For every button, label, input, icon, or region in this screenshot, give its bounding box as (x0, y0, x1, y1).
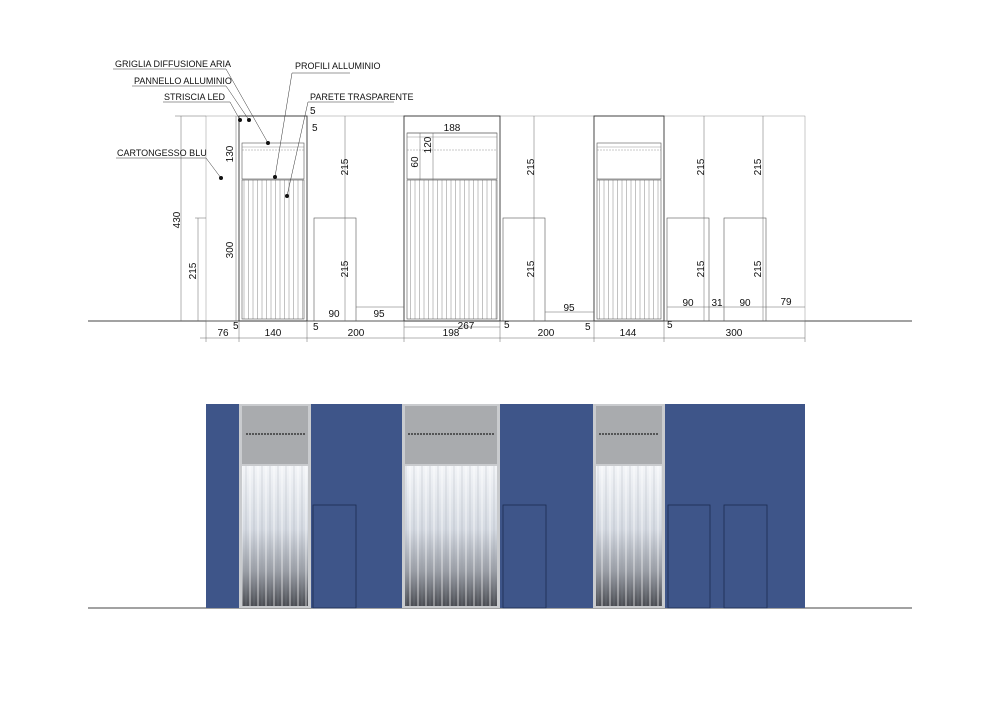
dim-h215-1b: 215 (340, 260, 351, 277)
callout-profili-alluminio: PROFILI ALLUMINIO (295, 61, 381, 71)
door-4 (723, 217, 767, 322)
callout-cartongesso-blu: CARTONGESSO BLU (117, 148, 207, 158)
dim-w267: 267 (458, 321, 475, 332)
dim-top-5b: 5 (312, 123, 318, 134)
dim-w300: 300 (726, 328, 743, 339)
callout-dots (219, 118, 289, 198)
dim-top-5a: 5 (310, 106, 316, 117)
door-1 (313, 217, 357, 322)
dim-w200-b: 200 (538, 328, 555, 339)
dim-w198: 198 (443, 328, 460, 339)
dim-h130: 130 (225, 145, 236, 162)
dim-b5-d: 5 (585, 322, 591, 333)
dim-w90-c: 90 (739, 298, 751, 309)
dim-b5-e: 5 (667, 320, 673, 331)
dim-h215-2b: 215 (526, 260, 537, 277)
dim-w90-a: 90 (328, 309, 340, 320)
colored-opening-3 (593, 404, 665, 608)
dim-w90-b: 90 (682, 298, 694, 309)
dim-w95-b: 95 (563, 303, 575, 314)
vertical-dimension-lines (175, 115, 764, 321)
opening-1 (238, 115, 308, 322)
dim-w140: 140 (265, 328, 282, 339)
door-3 (666, 217, 710, 322)
technical-elevation: GRIGLIA DIFFUSIONE ARIA PANNELLO ALLUMIN… (88, 59, 912, 342)
callout-striscia-led: STRISCIA LED (164, 92, 226, 102)
dim-h215-1a: 215 (340, 158, 351, 175)
dim-w188: 188 (444, 123, 461, 134)
dim-b5-c: 5 (504, 320, 510, 331)
callout-leaders (113, 68, 394, 197)
dim-h215-4b: 215 (753, 260, 764, 277)
dim-h215-2a: 215 (526, 158, 537, 175)
callout-pannello-alluminio: PANNELLO ALLUMINIO (134, 76, 232, 86)
dim-w31: 31 (711, 298, 723, 309)
dim-h215-4a: 215 (753, 158, 764, 175)
dim-h120: 120 (423, 136, 434, 153)
dim-w95-a: 95 (373, 309, 385, 320)
opening-2 (403, 115, 501, 322)
dim-b5-b: 5 (313, 322, 319, 333)
blue-wall-segment (206, 404, 239, 608)
colored-elevation (88, 404, 912, 609)
dim-h215-3b: 215 (696, 260, 707, 277)
blue-wall-segment (665, 404, 805, 608)
dim-w144: 144 (620, 328, 637, 339)
colored-opening-2 (402, 404, 500, 608)
dim-h60: 60 (410, 156, 421, 168)
dim-w76: 76 (217, 328, 229, 339)
dim-h430: 430 (172, 211, 183, 228)
callout-parete-trasparente: PARETE TRASPARENTE (310, 92, 414, 102)
opening-3 (593, 115, 665, 322)
dim-w200-a: 200 (348, 328, 365, 339)
dim-h215-left: 215 (188, 262, 199, 279)
dim-h300: 300 (225, 241, 236, 258)
colored-opening-1 (239, 404, 311, 608)
blue-door-outlines (312, 504, 768, 609)
dim-h215-3a: 215 (696, 158, 707, 175)
blue-wall-segment (500, 404, 593, 608)
dim-w79: 79 (780, 297, 792, 308)
dim-b5-a: 5 (233, 321, 239, 332)
callout-griglia-diffusione-aria: GRIGLIA DIFFUSIONE ARIA (115, 59, 231, 69)
horizontal-dimension-lines (200, 132, 806, 342)
door-2 (502, 217, 546, 322)
blue-wall-segment (311, 404, 402, 608)
